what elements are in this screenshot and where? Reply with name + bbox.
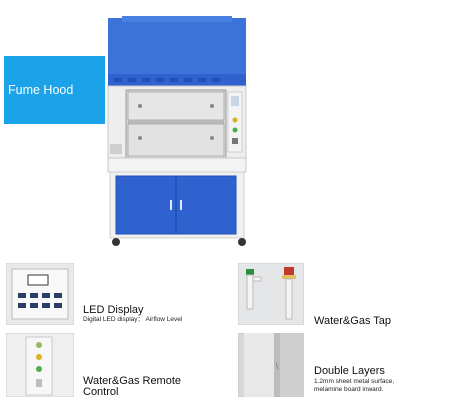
double-layers-title: Double Layers bbox=[314, 365, 385, 377]
led-display-image bbox=[6, 263, 74, 325]
banner-title: Fume Hood bbox=[8, 83, 74, 97]
water-gas-tap-title: Water&Gas Tap bbox=[314, 315, 392, 327]
hero-banner: Fume Hood bbox=[4, 56, 105, 124]
led-display-desc: Digital LED display： Airflow Level bbox=[83, 316, 183, 323]
fume-hood-image bbox=[107, 16, 247, 246]
water-gas-remote-image bbox=[6, 333, 74, 397]
water-gas-remote-title-line2: Control bbox=[83, 386, 119, 398]
water-gas-tap-image bbox=[238, 263, 304, 325]
water-gas-remote-title-line1: Water&Gas Remote bbox=[83, 375, 182, 387]
double-layers-desc-line1: 1.2mm sheet metal surface, bbox=[314, 378, 395, 385]
double-layers-image bbox=[238, 333, 304, 397]
double-layers-desc-line2: melamine board inward. bbox=[314, 386, 384, 393]
led-display-title: LED Display bbox=[83, 304, 144, 316]
